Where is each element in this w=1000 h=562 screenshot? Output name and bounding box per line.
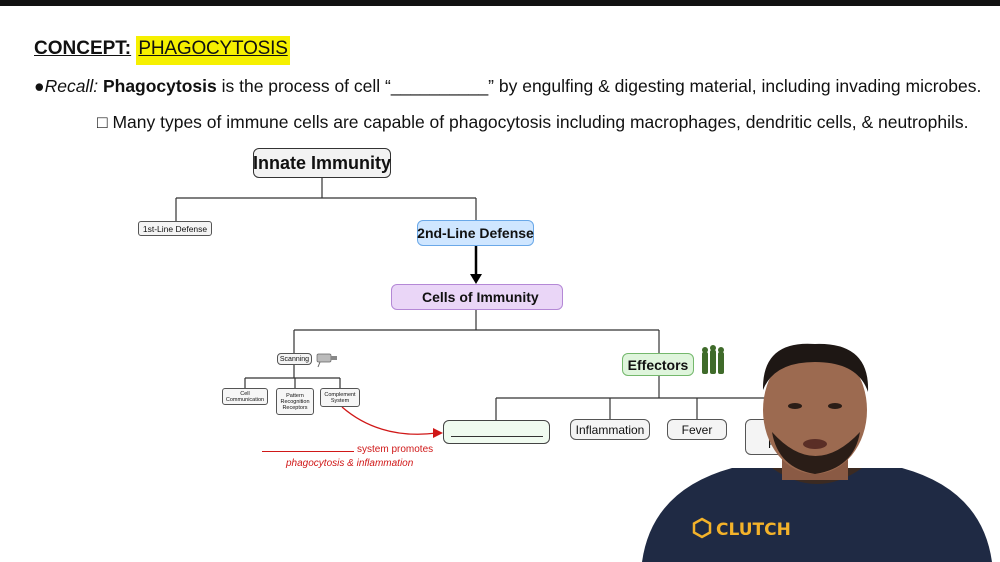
annotation-text: system promotes xyxy=(357,444,434,455)
inflammation-node: Inflammation xyxy=(570,419,650,440)
shirt xyxy=(642,468,992,562)
presenter-video: CLUTCH xyxy=(642,343,992,562)
shirt-logo-text: CLUTCH xyxy=(716,520,791,540)
face xyxy=(763,346,867,474)
concept-label: CONCEPT: xyxy=(34,38,132,59)
second-line-defense-node: 2nd-Line Defense xyxy=(417,220,534,246)
concept-title: CONCEPT: PHAGOCYTOSIS xyxy=(34,36,290,65)
checkbox-bullet-icon: □ xyxy=(97,112,108,132)
annotation-blank xyxy=(262,451,354,452)
down-arrow-head xyxy=(470,274,482,284)
cells-of-immunity-node: Cells of Immunity xyxy=(391,284,563,310)
blank-effector-node xyxy=(443,420,550,444)
effectors-node: Effectors xyxy=(622,353,694,376)
innate-immunity-node: Innate Immunity xyxy=(253,148,391,178)
blank-line xyxy=(450,435,543,437)
annotation-line1: system promotes xyxy=(262,444,433,455)
concept-topic: PHAGOCYTOSIS xyxy=(136,36,290,65)
red-arrow xyxy=(341,406,438,435)
fever-node: Fever xyxy=(667,419,727,440)
recall-term: Phagocytosis xyxy=(102,76,217,96)
bullet-icon: ● xyxy=(34,76,45,96)
cells-of-immunity-label: Cells of Immunity xyxy=(422,289,539,305)
soldiers-icon xyxy=(702,345,724,374)
beard xyxy=(772,432,860,474)
annotation-line2: phagocytosis & inflammation xyxy=(286,458,414,469)
hair xyxy=(762,343,869,392)
recall-line: ●Recall: Phagocytosis is the process of … xyxy=(34,76,981,97)
clutch-logo-icon xyxy=(692,517,712,539)
camera-icon xyxy=(316,353,337,368)
cell-communication-node: Cell Communication xyxy=(222,388,268,405)
recall-lead: Recall: xyxy=(44,76,99,96)
top-bar xyxy=(0,0,1000,6)
note-text: Many types of immune cells are capable o… xyxy=(112,112,969,132)
note-line: □ Many types of immune cells are capable… xyxy=(97,112,968,133)
first-line-defense-node: 1st-Line Defense xyxy=(138,221,212,236)
recall-rest: is the process of cell “__________” by e… xyxy=(216,76,982,96)
complement-system-node: Complement System xyxy=(320,388,360,407)
pattern-recognition-node: Pattern Recognition Receptors xyxy=(276,388,314,415)
scanning-node: Scanning xyxy=(277,353,312,365)
